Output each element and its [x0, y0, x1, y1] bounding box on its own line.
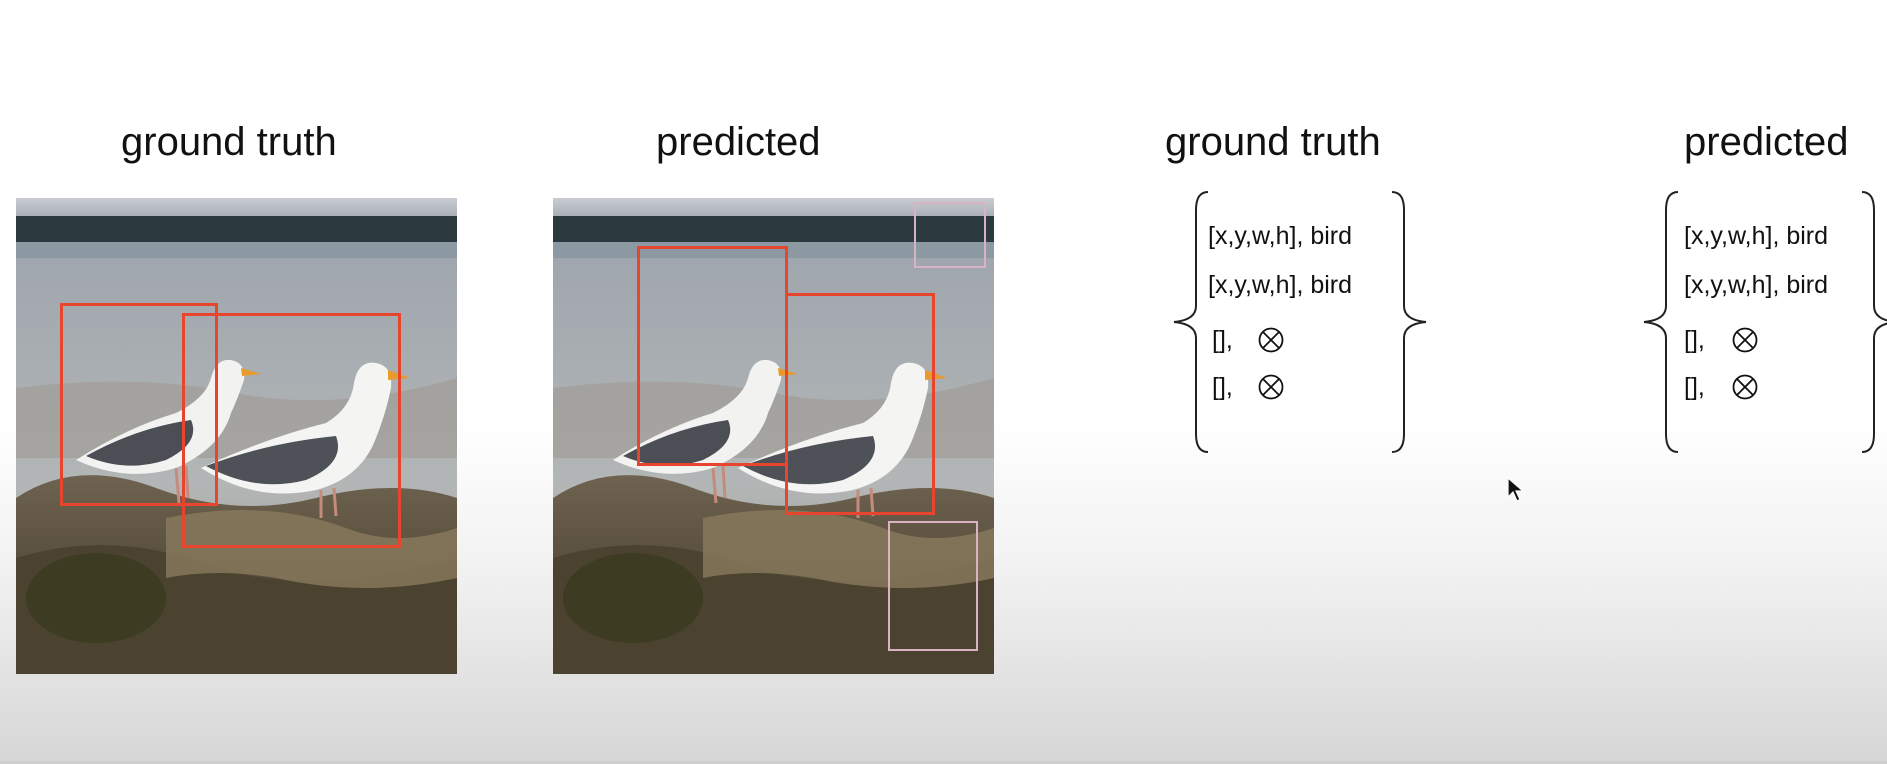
- ground-truth-photo: [16, 198, 457, 674]
- curly-braces-icon: [1643, 191, 1887, 453]
- image-predicted-heading: predicted: [656, 120, 821, 164]
- seagull-photo: [553, 198, 994, 674]
- seagull-photo: [16, 198, 457, 674]
- predicted-empty-row-1: [],: [1684, 326, 1705, 354]
- ground-truth-empty-row-1: [],: [1212, 326, 1233, 354]
- predicted-box-bird-1: [637, 246, 788, 466]
- predicted-box-empty-2: [888, 521, 978, 651]
- predicted-box-bird-2: [785, 293, 935, 515]
- set-ground-truth-heading: ground truth: [1165, 120, 1381, 164]
- mouse-cursor-icon: [1507, 477, 1525, 502]
- predicted-row-1: [x,y,w,h], bird: [1684, 222, 1829, 250]
- ground-truth-empty-row-2: [],: [1212, 373, 1233, 401]
- ground-truth-set: [x,y,w,h], bird [x,y,w,h], bird [], [],: [1170, 188, 1430, 458]
- ground-truth-row-1: [x,y,w,h], bird: [1208, 222, 1353, 250]
- predicted-box-empty-1: [914, 202, 986, 268]
- ground-truth-row-2: [x,y,w,h], bird: [1208, 271, 1353, 299]
- predicted-empty-row-2: [],: [1684, 373, 1705, 401]
- predicted-set: [x,y,w,h], bird [x,y,w,h], bird [], [],: [1640, 188, 1887, 458]
- otimes-icon: [1732, 374, 1758, 400]
- otimes-icon: [1732, 327, 1758, 353]
- set-predicted-heading: predicted: [1684, 120, 1849, 164]
- image-ground-truth-heading: ground truth: [121, 120, 337, 164]
- otimes-icon: [1258, 327, 1284, 353]
- predicted-photo: [553, 198, 994, 674]
- ground-truth-box-bird-1: [60, 303, 218, 506]
- ground-truth-box-bird-2: [182, 313, 401, 548]
- otimes-icon: [1258, 374, 1284, 400]
- bottom-divider: [0, 761, 1887, 764]
- predicted-row-2: [x,y,w,h], bird: [1684, 271, 1829, 299]
- curly-braces-icon: [1173, 191, 1427, 453]
